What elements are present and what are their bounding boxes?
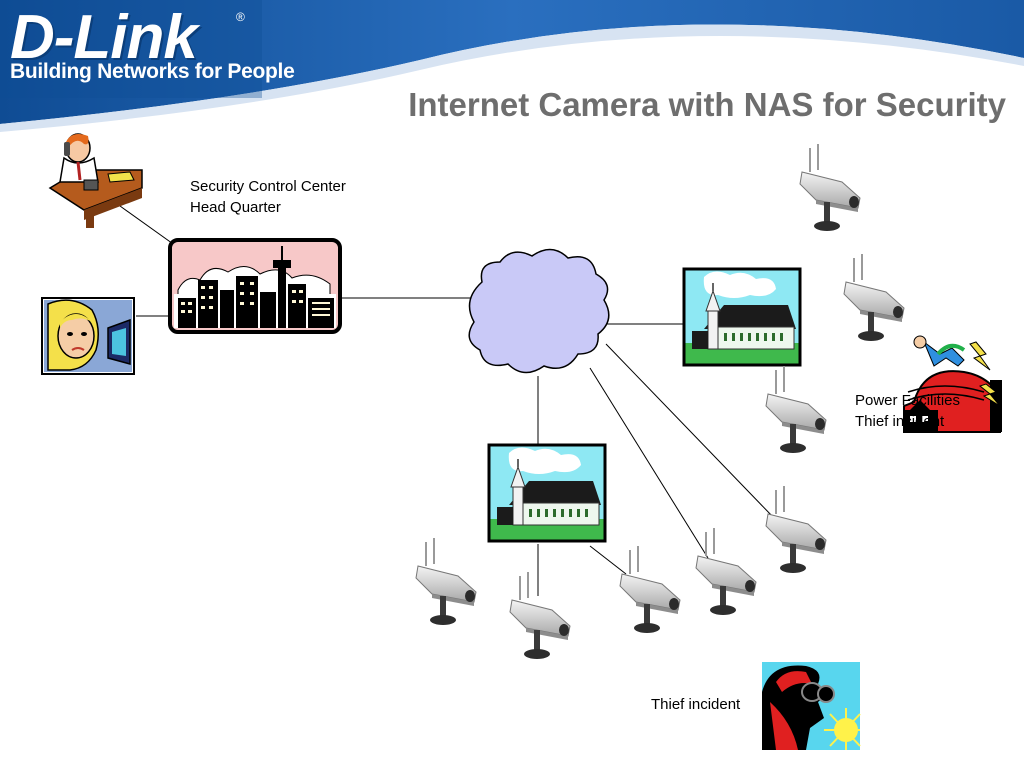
power-facility-incident-icon <box>903 335 1002 433</box>
operator-on-phone-icon <box>48 133 143 228</box>
registered-mark: ® <box>236 10 245 24</box>
church-building-icon <box>682 267 802 367</box>
power-facility-label: Power Facilities Thief incident <box>855 390 960 432</box>
thief-incident-label: Thief incident <box>651 696 741 713</box>
hq-label: Security Control Center Head Quarter <box>190 176 346 218</box>
city-skyline-icon <box>168 238 342 334</box>
security-camera-icon <box>843 253 905 342</box>
power-label-line2: Thief incident <box>855 413 945 430</box>
brand-logo: D-Link <box>10 3 198 72</box>
camera-group <box>415 143 905 660</box>
church-building-icon <box>487 443 607 543</box>
woman-at-monitor-icon <box>41 297 135 375</box>
header-banner <box>0 0 1024 132</box>
power-label-line1: Power Facilities <box>855 392 961 409</box>
security-camera-icon <box>509 571 571 660</box>
security-camera-icon <box>695 527 757 616</box>
security-camera-icon <box>415 537 477 626</box>
hq-label-line2: Head Quarter <box>190 199 281 216</box>
hq-label-line1: Security Control Center <box>190 178 346 195</box>
security-camera-icon <box>799 143 861 232</box>
security-camera-icon <box>765 485 827 574</box>
security-camera-icon <box>619 545 681 634</box>
thief-figure-icon <box>762 662 861 750</box>
brand-tagline: Building Networks for People <box>10 60 295 83</box>
internet-cloud-icon <box>468 248 610 374</box>
security-camera-icon <box>765 365 827 454</box>
slide-title: Internet Camera with NAS for Security <box>408 86 1006 123</box>
network-links <box>119 205 775 596</box>
